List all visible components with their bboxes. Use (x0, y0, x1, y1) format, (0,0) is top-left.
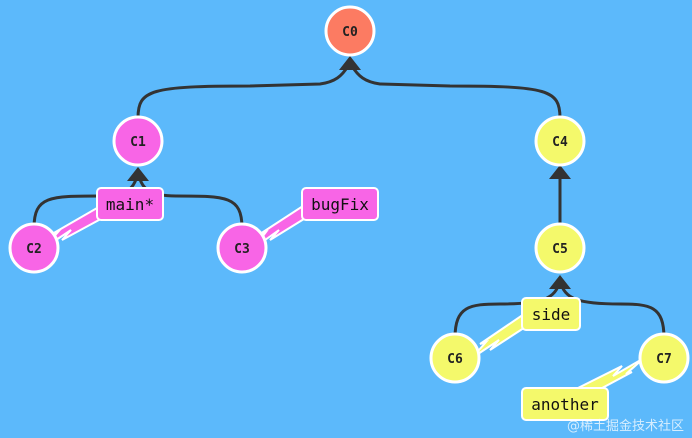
branch-side: side (521, 297, 581, 331)
commit-nodes (8, 5, 690, 384)
commit-c1-label: C1 (130, 135, 146, 150)
commit-c2 (8, 222, 60, 274)
commit-edges (32, 65, 666, 339)
branch-main: main* (96, 187, 164, 221)
branch-labels: main* bugFix side another (96, 187, 609, 421)
branch-another: another (521, 387, 609, 421)
arrowhead-c0 (339, 56, 361, 70)
arrowhead-c4 (549, 165, 571, 179)
commit-labels: C0 C1 C2 C3 C4 C5 C6 C7 (26, 25, 672, 367)
commit-c5-label: C5 (552, 242, 568, 257)
commit-c0-label: C0 (342, 25, 358, 40)
branch-another-label: another (531, 395, 599, 414)
branch-main-box (96, 187, 164, 221)
watermark: @稀土掘金技术社区 (566, 419, 684, 434)
branch-bugfix: bugFix (301, 187, 379, 221)
commit-c1 (112, 115, 164, 167)
edge-arrowheads (127, 56, 571, 289)
edge-c4-c0 (350, 65, 562, 119)
commit-c6-label: C6 (447, 352, 463, 367)
commit-c7-label: C7 (656, 352, 672, 367)
commit-c2-label: C2 (26, 242, 42, 257)
branch-bugfix-box (301, 187, 379, 221)
branch-bugfix-label: bugFix (311, 195, 369, 214)
commit-c6 (429, 332, 481, 384)
branch-side-label: side (532, 305, 571, 324)
commit-c3-label: C3 (234, 242, 250, 257)
edge-c7-c5 (558, 279, 666, 339)
branch-another-box (521, 387, 609, 421)
arrowhead-c1 (127, 167, 149, 181)
edge-c3-c1 (136, 169, 244, 229)
edge-c1-c0 (136, 65, 350, 119)
arrowhead-c5 (549, 275, 571, 289)
commit-c4 (534, 115, 586, 167)
commit-c0 (324, 5, 376, 57)
commit-c3 (216, 222, 268, 274)
commit-c5 (534, 222, 586, 274)
edge-c6-c5 (453, 279, 562, 339)
branch-main-label: main* (106, 195, 154, 214)
branch-side-box (521, 297, 581, 331)
commit-c4-label: C4 (552, 135, 568, 150)
commit-c7 (638, 332, 690, 384)
